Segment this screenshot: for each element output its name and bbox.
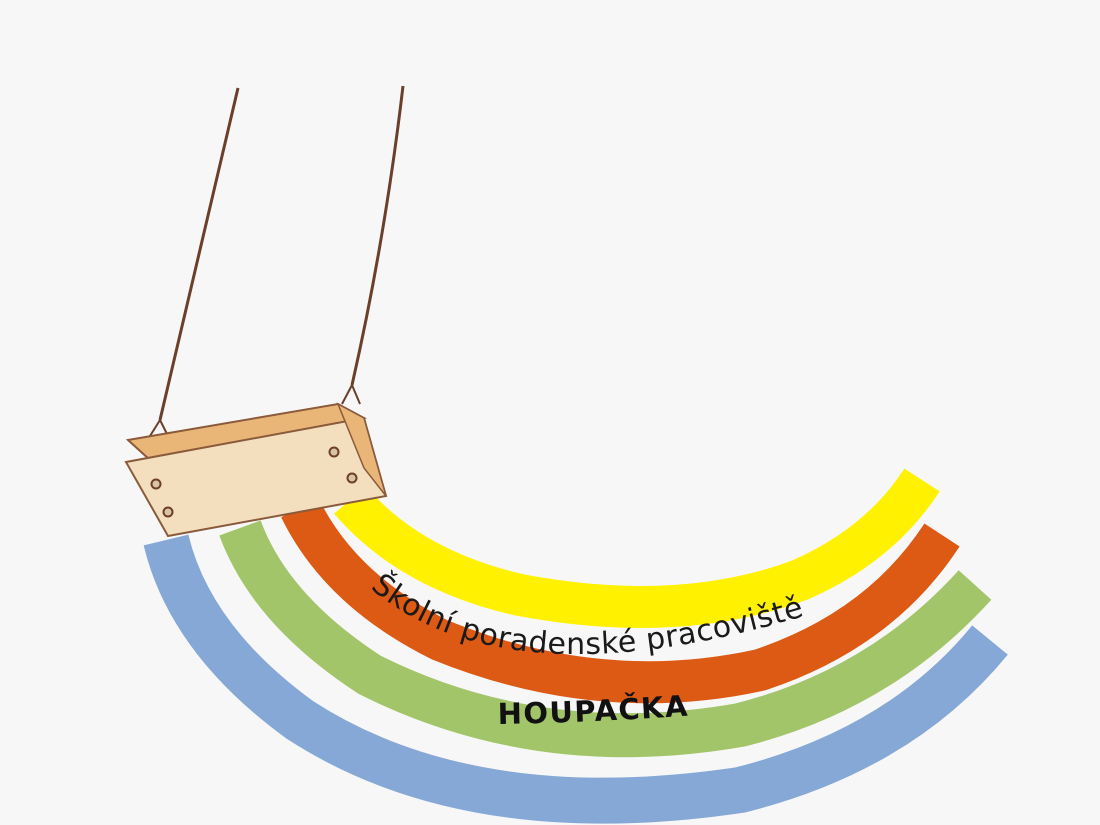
rainbow-band-orange (281, 498, 960, 704)
swing-seat-icon (124, 85, 405, 538)
swing-rope-left (158, 87, 240, 421)
screw-dot (346, 472, 358, 484)
rainbow-arc-icon (143, 468, 1008, 824)
rainbow-band-yellow (334, 468, 940, 628)
rainbow-band-blue (143, 534, 1008, 824)
rainbow-band-green (219, 520, 992, 758)
screw-dot (150, 478, 162, 490)
screw-dot (162, 506, 174, 518)
swing-rope-right (350, 85, 405, 386)
screw-dot (328, 446, 340, 458)
